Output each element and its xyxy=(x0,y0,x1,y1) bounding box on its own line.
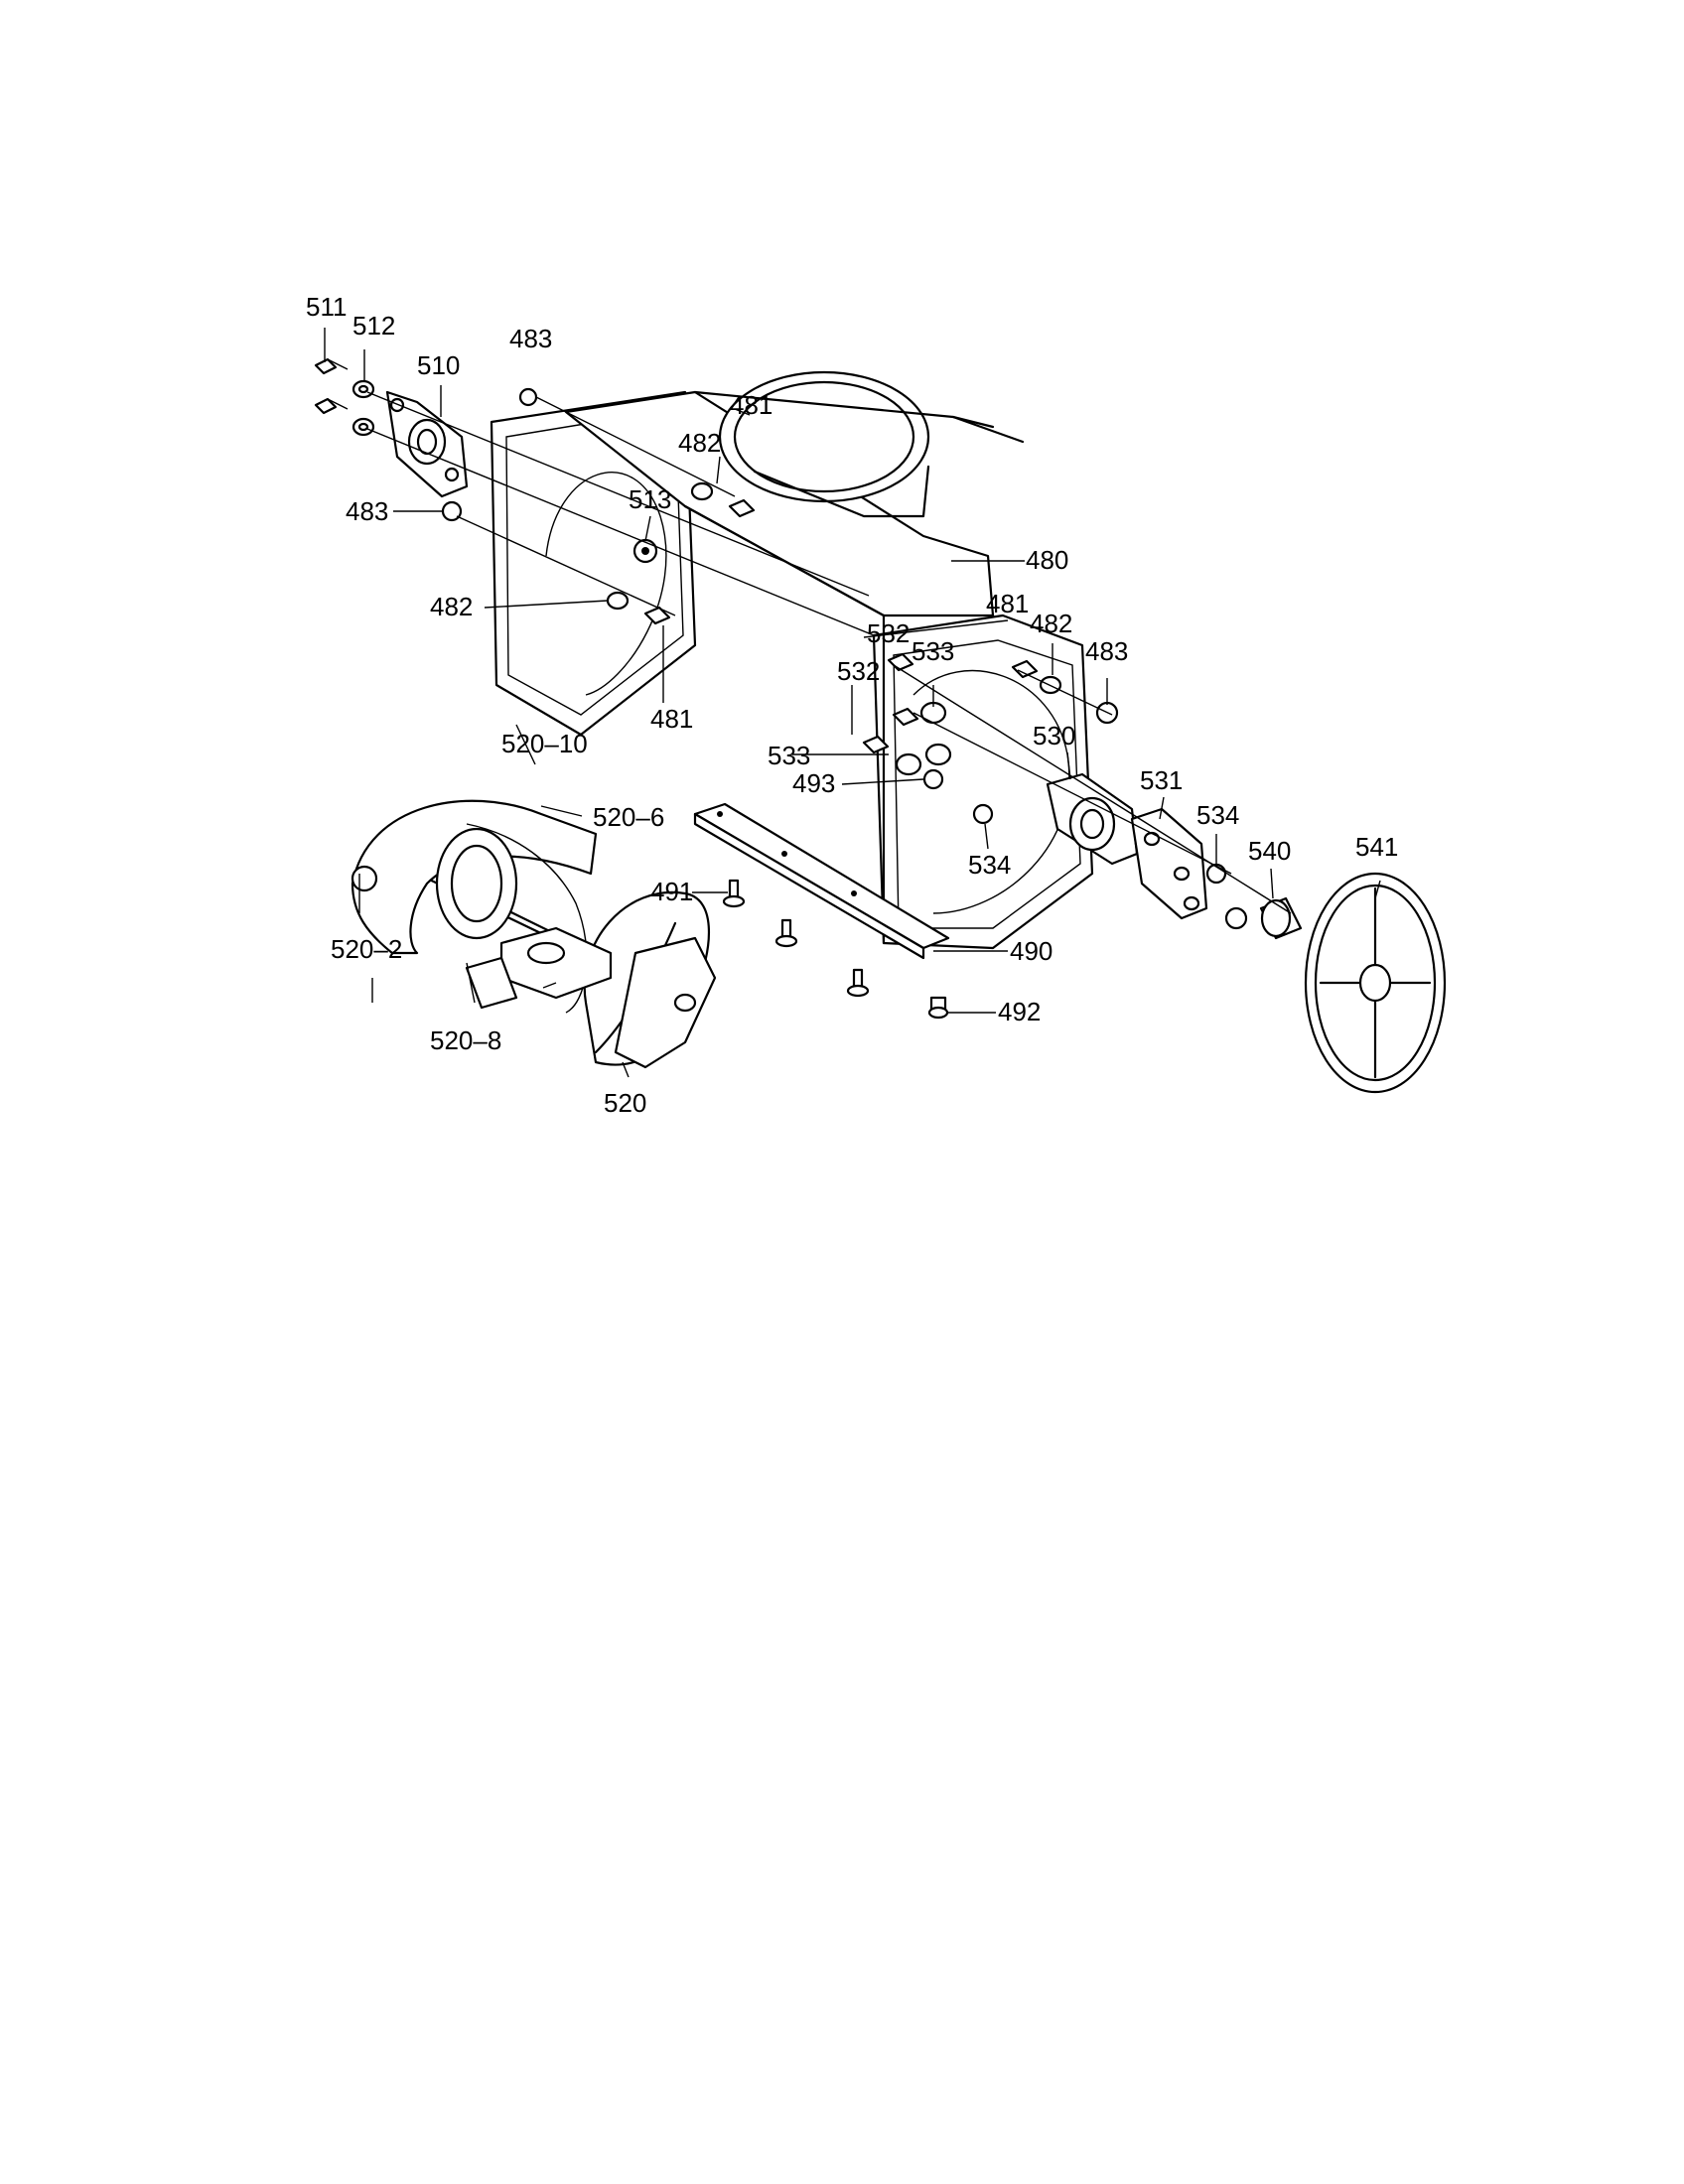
label-533-lower: 533 xyxy=(768,741,810,770)
label-490: 490 xyxy=(1010,936,1052,966)
label-511: 511 xyxy=(306,292,347,322)
label-530: 530 xyxy=(1033,721,1075,751)
label-482-left: 482 xyxy=(430,592,473,621)
label-481-left: 481 xyxy=(650,704,693,734)
auger-housing-480 xyxy=(490,370,1094,950)
label-512: 512 xyxy=(352,311,395,341)
label-534-upper: 534 xyxy=(1196,800,1239,830)
label-531: 531 xyxy=(1140,765,1183,795)
label-493: 493 xyxy=(792,768,835,798)
label-481-right: 481 xyxy=(986,589,1029,618)
label-520-2: 520–2 xyxy=(331,934,402,964)
hex-nut-492 xyxy=(927,996,949,1020)
carriage-bolts-491 xyxy=(722,879,870,998)
label-492: 492 xyxy=(998,997,1041,1026)
label-534-lower: 534 xyxy=(968,850,1011,880)
label-480: 480 xyxy=(1026,545,1068,575)
left-hardware xyxy=(314,357,875,636)
label-541: 541 xyxy=(1355,832,1398,862)
label-482-right: 482 xyxy=(1030,609,1072,638)
label-532-upper: 532 xyxy=(867,618,910,648)
label-520-8: 520–8 xyxy=(430,1025,501,1055)
label-520-10: 520–10 xyxy=(501,729,588,758)
label-513: 513 xyxy=(629,484,671,514)
leader-lines xyxy=(324,328,1381,1078)
part-number-labels: 511 512 510 483 481 482 483 513 480 482 … xyxy=(306,292,1398,1118)
right-hardware xyxy=(862,652,1447,1094)
label-483-top: 483 xyxy=(509,324,552,353)
scraper-bar-490 xyxy=(693,802,950,960)
label-533-upper: 533 xyxy=(912,636,954,666)
label-520: 520 xyxy=(604,1088,646,1118)
label-540: 540 xyxy=(1248,836,1291,866)
label-510: 510 xyxy=(417,350,460,380)
label-483-left: 483 xyxy=(346,496,388,526)
auger-assembly-520 xyxy=(351,799,717,1069)
label-483-right: 483 xyxy=(1085,636,1128,666)
label-532-lower: 532 xyxy=(837,656,880,686)
label-481-top: 481 xyxy=(730,390,772,420)
label-482-top: 482 xyxy=(678,428,721,458)
label-491: 491 xyxy=(650,877,693,906)
label-520-6: 520–6 xyxy=(593,802,664,832)
